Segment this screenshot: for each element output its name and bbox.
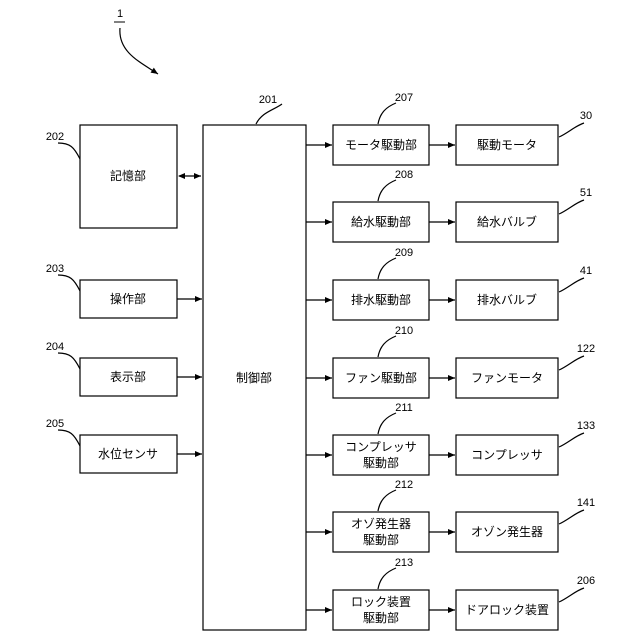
input-ref-leader	[58, 430, 80, 446]
input-ref-leader	[58, 143, 80, 159]
input-ref-leader	[58, 275, 80, 291]
system-ref: 1	[117, 8, 123, 20]
driver-label-line: ロック装置	[351, 595, 411, 609]
driver-ref-leader	[378, 180, 396, 201]
input-label: 操作部	[110, 291, 146, 306]
drivers-group: モータ駆動部 207 駆動モータ 30 給水駆動部 208 給水バルブ 51 排水駆動部 209 排…	[306, 92, 595, 630]
driver-label: 排水駆動部	[351, 292, 411, 307]
driver-label-line: コンプレッサ	[345, 440, 417, 454]
output-ref-leader	[559, 278, 584, 292]
output-ref: 133	[577, 420, 595, 432]
input-ref: 205	[46, 418, 64, 430]
driver-ref-leader	[378, 336, 396, 357]
input-label: 表示部	[110, 369, 146, 384]
driver-label-line: 駆動部	[363, 532, 399, 547]
output-ref: 30	[580, 110, 592, 122]
inputs-group: 記憶部 202 操作部 203 表示部 204 水位センサ 205	[46, 125, 202, 473]
output-ref: 41	[580, 265, 592, 277]
driver-ref: 213	[395, 557, 413, 569]
driver-label-line: オゾ発生器	[351, 517, 411, 531]
output-label: 給水バルブ	[477, 214, 537, 229]
system-ref-arrow	[120, 28, 158, 74]
driver-ref-leader	[378, 103, 396, 124]
input-ref: 203	[46, 263, 64, 275]
output-label: コンプレッサ	[471, 448, 543, 462]
driver-ref: 210	[395, 325, 413, 337]
driver-ref: 209	[395, 247, 413, 259]
input-ref: 202	[46, 131, 64, 143]
driver-ref: 211	[395, 402, 413, 414]
output-ref-leader	[559, 510, 584, 524]
output-ref-leader	[559, 200, 584, 214]
input-label: 水位センサ	[98, 446, 158, 461]
output-label: ドアロック装置	[465, 603, 549, 617]
driver-ref: 212	[395, 479, 413, 491]
output-ref-leader	[559, 433, 584, 447]
output-ref-leader	[559, 356, 584, 370]
driver-label: モータ駆動部	[345, 137, 417, 152]
input-ref: 204	[46, 341, 64, 353]
driver-label: 給水駆動部	[351, 214, 411, 229]
driver-ref-leader	[378, 490, 396, 511]
output-ref-leader	[559, 588, 584, 602]
driver-label-line: 駆動部	[363, 455, 399, 470]
output-ref-leader	[559, 123, 584, 137]
output-label: 駆動モータ	[477, 138, 537, 152]
driver-ref-leader	[378, 413, 396, 434]
control-label: 制御部	[236, 370, 272, 385]
output-ref: 141	[577, 497, 595, 509]
driver-label-line: 駆動部	[363, 610, 399, 625]
input-ref-leader	[58, 353, 80, 369]
output-label: オゾン発生器	[471, 525, 543, 539]
driver-ref-leader	[378, 568, 396, 589]
control-ref: 201	[259, 94, 277, 106]
output-ref: 122	[577, 343, 595, 355]
output-label: 排水バルブ	[477, 292, 537, 307]
driver-ref-leader	[378, 258, 396, 279]
output-label: ファンモータ	[471, 371, 543, 385]
control-ref-leader	[256, 104, 282, 124]
output-ref: 206	[577, 575, 595, 587]
driver-ref: 208	[395, 169, 413, 181]
output-ref: 51	[580, 187, 592, 199]
driver-ref: 207	[395, 92, 413, 104]
driver-label: ファン駆動部	[345, 370, 417, 385]
input-label: 記憶部	[110, 168, 146, 183]
